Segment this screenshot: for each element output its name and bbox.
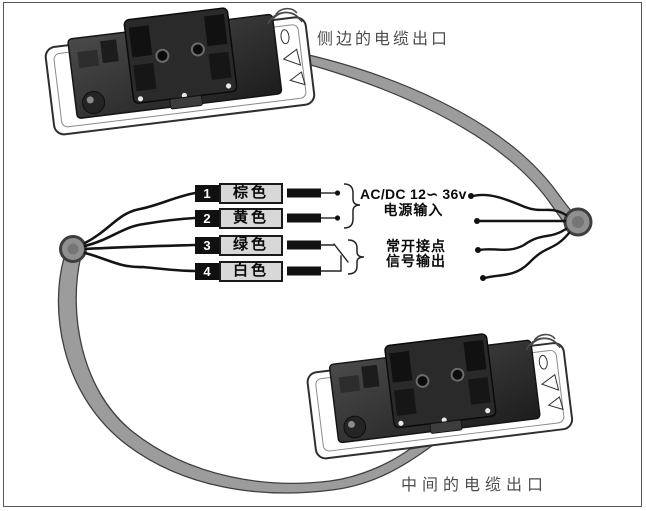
normally-open-contact-text: 常开接点 xyxy=(386,238,446,254)
terminal-color-label: 黄色 xyxy=(219,207,283,229)
terminal-row: 1 棕色 xyxy=(195,182,283,204)
terminal-color-label: 棕色 xyxy=(219,182,283,204)
left-fan-wires xyxy=(83,191,197,273)
terminal-number-badge: 1 xyxy=(195,184,219,202)
terminal-row: 3 绿色 xyxy=(195,234,283,256)
wire-stub-bars xyxy=(287,188,321,276)
terminal-row: 4 白色 xyxy=(195,260,283,282)
terminal-number-badge: 2 xyxy=(195,209,219,227)
side-outlet-caption: 侧边的电缆出口 xyxy=(317,31,451,48)
normally-open-contact-symbol xyxy=(320,243,349,272)
middle-outlet-caption: 中间的电缆出口 xyxy=(401,477,549,494)
power-input-annotation: AC/DC 12∽ 36v 电源输入 xyxy=(360,186,467,218)
power-pair-dots xyxy=(334,190,341,221)
right-fan-wires xyxy=(471,193,571,280)
power-voltage-text: AC/DC 12∽ 36v xyxy=(360,186,467,202)
power-pair-leads xyxy=(321,192,335,219)
terminal-number-badge: 4 xyxy=(195,262,219,280)
terminal-color-label: 绿色 xyxy=(219,234,283,256)
signal-output-text: 信号输出 xyxy=(386,253,446,269)
terminal-number-badge: 3 xyxy=(195,236,219,254)
left-cable-node xyxy=(59,235,87,263)
right-cable-node xyxy=(563,207,593,237)
terminal-color-label: 白色 xyxy=(219,260,283,282)
device-bottom xyxy=(303,323,575,461)
signal-output-annotation: 常开接点 信号输出 xyxy=(386,239,446,269)
terminal-row: 2 黄色 xyxy=(195,207,283,229)
group-braces xyxy=(343,183,365,275)
device-top xyxy=(41,0,317,137)
power-input-text: 电源输入 xyxy=(383,202,444,218)
right-wire-end-dots xyxy=(468,193,486,281)
